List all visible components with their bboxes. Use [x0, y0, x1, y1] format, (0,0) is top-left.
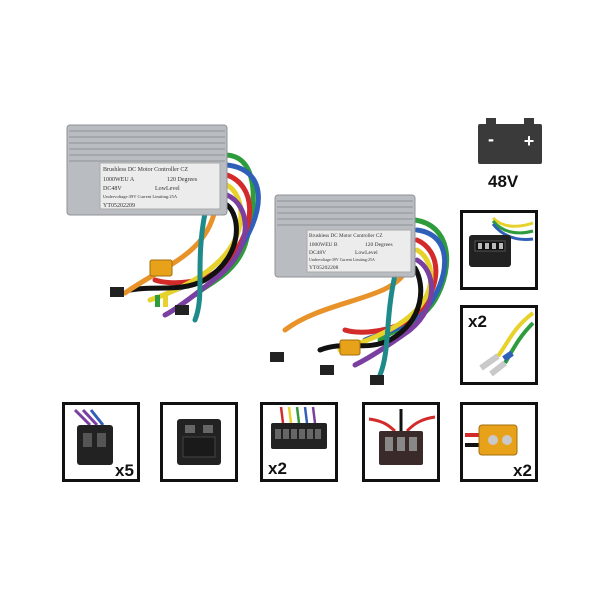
- battery-icon: - +: [478, 118, 542, 164]
- box-six-pin-female: x2: [260, 402, 338, 482]
- three-pin-female-plug-icon: [368, 409, 436, 465]
- xt60-count: x2: [513, 461, 532, 480]
- controller-a-serial: YT05202209: [103, 203, 135, 209]
- controller-a-spec: Undervoltage:39V Current Limiting:25A: [103, 194, 178, 199]
- box-square-plug: [160, 402, 238, 482]
- controller-b-title: Brushless DC Motor Controller CZ: [309, 233, 383, 239]
- controller-b-voltage: DC48V: [309, 250, 326, 256]
- controller-a-model: 1000WEU A: [103, 177, 135, 183]
- box-main-connector: [460, 210, 538, 290]
- square-plug-icon: [177, 419, 221, 465]
- six-pin-female-plug-icon: [271, 406, 327, 449]
- controller-b-image: Brushless DC Motor Controller CZ 1000WEU…: [270, 194, 450, 385]
- three-pin-male-plug-icon: [73, 408, 113, 465]
- battery-panel: - + 48V: [470, 110, 550, 200]
- battery-minus: -: [488, 129, 494, 149]
- box-bullet-connectors: x2: [460, 305, 538, 385]
- controller-a-title: Brushless DC Motor Controller CZ: [103, 167, 188, 173]
- controller-a-level: LowLevel: [155, 186, 180, 192]
- multi-pin-plug-icon: [469, 216, 534, 267]
- battery-voltage: 48V: [488, 172, 519, 191]
- three-pin-count: x5: [115, 461, 134, 480]
- controller-a-voltage: DC48V: [103, 186, 122, 192]
- controller-b-model: 1000WEU B: [309, 242, 338, 248]
- bullet-connector-icon: [479, 311, 535, 377]
- box-three-pin-male: x5: [62, 402, 140, 482]
- controller-a-image: Brushless DC Motor Controller CZ 1000WEU…: [66, 124, 261, 323]
- bullet-count: x2: [468, 312, 487, 331]
- controller-b-spec: Undervoltage:39V Current Limiting:25A: [309, 257, 375, 262]
- box-xt60: x2: [460, 402, 538, 482]
- controller-b-serial: YT05202208: [309, 265, 339, 271]
- box-three-pin-female: [362, 402, 440, 482]
- controller-a-degrees: 120 Degrees: [167, 177, 198, 183]
- controller-b-level: LowLevel: [355, 250, 378, 256]
- six-pin-count: x2: [268, 459, 287, 478]
- xt60-connector-icon: [465, 424, 518, 456]
- battery-plus: +: [524, 131, 535, 151]
- controller-b-degrees: 120 Degrees: [365, 242, 393, 248]
